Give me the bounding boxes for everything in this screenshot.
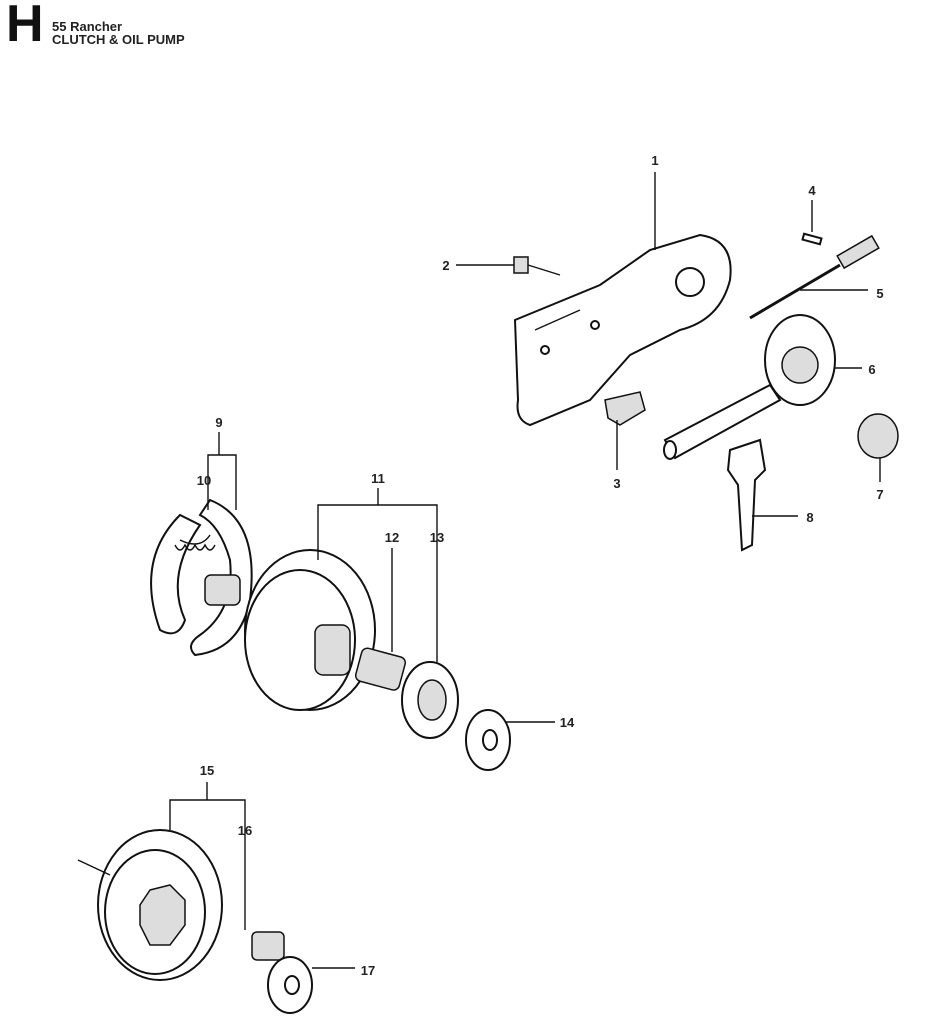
callout-17: 17	[361, 963, 375, 978]
part-15-clutch-drum[interactable]	[97, 829, 223, 981]
callout-7: 7	[876, 487, 883, 502]
callout-10: 10	[197, 473, 211, 488]
callout-6: 6	[868, 362, 875, 377]
part-4-pin[interactable]	[801, 232, 823, 246]
callout-12: 12	[385, 530, 399, 545]
part-12-needle-bearing[interactable]	[354, 647, 407, 691]
callout-11: 11	[371, 471, 385, 486]
callout-8: 8	[806, 510, 813, 525]
callout-15: 15	[200, 763, 214, 778]
leader-lines	[77, 172, 881, 969]
diagram-title: CLUTCH & OIL PUMP	[52, 32, 185, 47]
part-1-bar-plate[interactable]	[513, 233, 732, 427]
part-8-pump-piston[interactable]	[726, 438, 767, 552]
model-name: 55 Rancher	[52, 19, 123, 34]
callout-16: 16	[238, 823, 252, 838]
part-5-adjust-screw[interactable]	[749, 234, 880, 320]
callout-9: 9	[215, 415, 222, 430]
part-13-sprocket-rim[interactable]	[401, 661, 459, 739]
callout-14: 14	[560, 715, 575, 730]
section-letter: H	[6, 0, 44, 53]
part-16-needle-bearing[interactable]	[251, 931, 285, 961]
part-11-clutch-drum[interactable]	[244, 549, 376, 711]
callout-5: 5	[876, 286, 883, 301]
callout-4: 4	[808, 183, 816, 198]
part-14-washer[interactable]	[465, 709, 511, 771]
part-2-bolt[interactable]	[513, 256, 561, 276]
callout-1: 1	[651, 153, 658, 168]
part-17-washer[interactable]	[267, 956, 313, 1014]
callout-3: 3	[613, 476, 620, 491]
part-6-oil-pump[interactable]	[663, 314, 836, 460]
part-10-clutch-spring[interactable]	[174, 543, 216, 551]
part-9-clutch[interactable]	[150, 498, 253, 657]
part-7-worm-gear[interactable]	[857, 413, 899, 459]
callout-2: 2	[442, 258, 449, 273]
callout-13: 13	[430, 530, 444, 545]
part-3-clip[interactable]	[604, 391, 646, 426]
